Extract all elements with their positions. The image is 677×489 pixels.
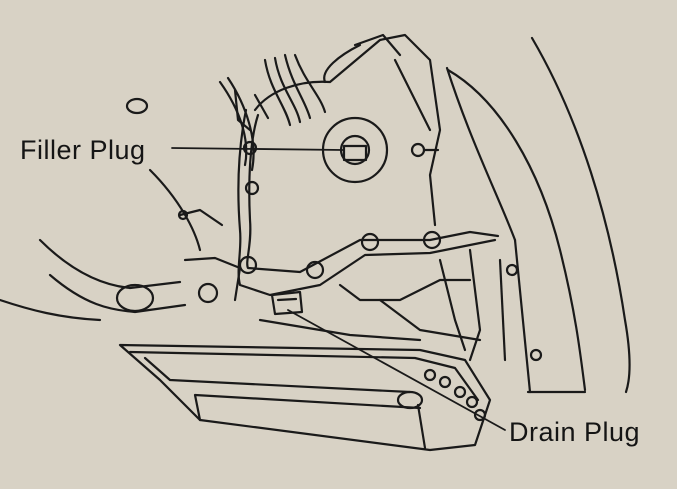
flange-bolt	[360, 232, 380, 252]
flange-bolt	[422, 230, 442, 250]
pan-bolt	[423, 368, 437, 382]
pan-bolt	[438, 375, 452, 389]
flange-bolt	[238, 255, 258, 275]
pan-bolt	[453, 385, 467, 399]
flange-bolt	[305, 260, 325, 280]
drive-shaft	[38, 238, 182, 290]
filler-plug-label: Filler Plug	[20, 135, 146, 165]
drain-plug	[270, 290, 304, 316]
case-flange	[246, 113, 500, 274]
outer-housing-edge	[446, 68, 587, 392]
pan-bolt	[473, 408, 487, 422]
transmission-case	[253, 33, 442, 227]
drain-plug-label: Drain Plug	[509, 417, 641, 447]
filler-leader-line	[171, 147, 344, 151]
outer-housing-edge-2	[530, 36, 631, 394]
pan-bolt	[465, 395, 479, 409]
flange-bolt	[244, 180, 260, 196]
oil-pan	[118, 343, 492, 452]
drain-leader-line	[287, 309, 506, 431]
